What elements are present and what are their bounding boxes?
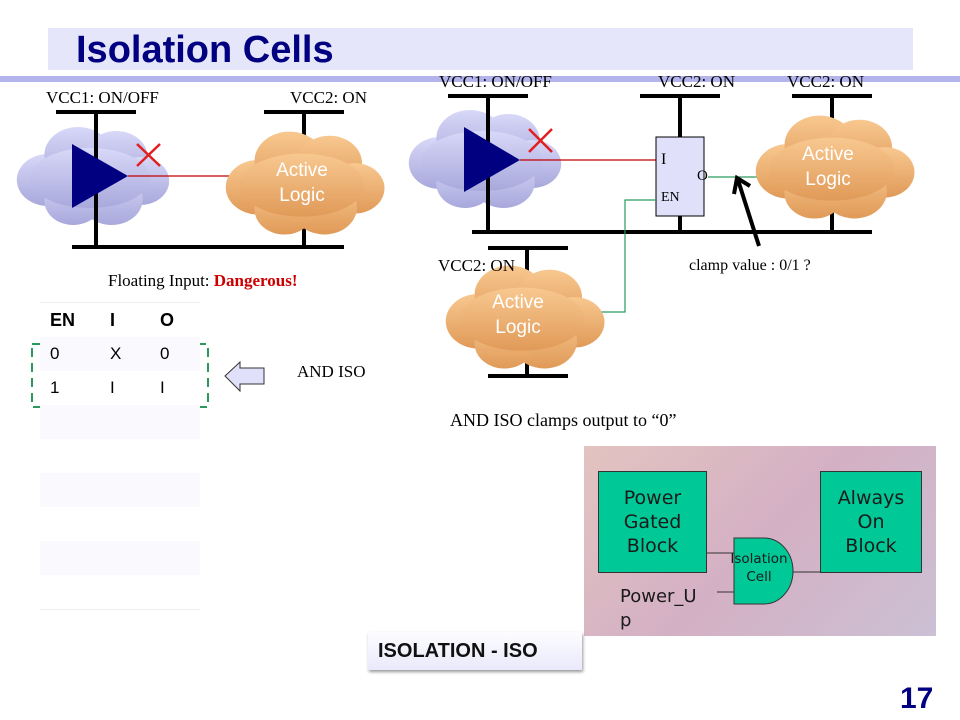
table-row: 1 I I bbox=[50, 378, 165, 397]
power-up-label: Power_U p bbox=[620, 586, 697, 631]
floating-input-caption: Floating Input: Dangerous! bbox=[108, 271, 298, 290]
empty-row bbox=[40, 507, 200, 541]
iso-pin-o: O bbox=[697, 168, 708, 184]
vcc1-label-left: VCC1: ON/OFF bbox=[46, 88, 159, 107]
empty-row bbox=[40, 541, 200, 575]
table-row: 0 X 0 bbox=[40, 337, 200, 371]
active-logic-label-bottom: Active Logic bbox=[492, 292, 544, 338]
left-arrow-icon bbox=[224, 360, 265, 393]
vcc1-label-right: VCC1: ON/OFF bbox=[439, 72, 552, 91]
empty-row bbox=[40, 439, 200, 473]
empty-row bbox=[40, 405, 200, 439]
iso-pin-en: EN bbox=[661, 190, 680, 205]
and-iso-label: AND ISO bbox=[297, 362, 366, 381]
isolation-block-picture: Power Gated Block Always On Block Isolat… bbox=[584, 446, 936, 636]
vcc2-label-left: VCC2: ON bbox=[290, 88, 367, 107]
power-gated-block: Power Gated Block bbox=[598, 471, 707, 573]
isolation-cell-label: Isolation Cell bbox=[730, 551, 788, 585]
page-number: 17 bbox=[900, 682, 934, 715]
always-on-block: Always On Block bbox=[820, 471, 922, 573]
title-divider bbox=[0, 76, 960, 82]
empty-row bbox=[40, 473, 200, 507]
truth-table: EN I O 0 X 0 1 I I bbox=[40, 302, 200, 610]
enable-wire bbox=[592, 199, 656, 313]
active-logic-label-right: Active Logic bbox=[802, 144, 854, 190]
clamp-pointer-arrow bbox=[732, 174, 761, 247]
isolation-iso-label-box: ISOLATION - ISO bbox=[368, 632, 582, 670]
empty-row bbox=[40, 575, 200, 610]
buffer-icon bbox=[72, 144, 128, 208]
active-logic-label-left: Active Logic bbox=[276, 160, 328, 206]
slide-title: Isolation Cells bbox=[76, 29, 334, 71]
isolation-cell-box bbox=[655, 136, 705, 217]
and-iso-caption: AND ISO clamps output to “0” bbox=[450, 410, 677, 430]
buffer-icon-right bbox=[464, 127, 520, 192]
clamp-value-note: clamp value : 0/1 ? bbox=[689, 257, 811, 274]
title-band bbox=[48, 28, 913, 70]
iso-pin-i: I bbox=[661, 151, 667, 168]
and-gate-icon bbox=[706, 537, 820, 605]
vcc2-label-active: VCC2: ON bbox=[787, 72, 864, 91]
broken-x-icon-right bbox=[528, 128, 553, 153]
truth-table-header: EN I O bbox=[40, 302, 200, 337]
vcc2-label-iso: VCC2: ON bbox=[658, 72, 735, 91]
dangerous-warning: Dangerous! bbox=[213, 271, 298, 290]
broken-x-icon bbox=[136, 143, 161, 167]
vcc2-label-bottom: VCC2: ON bbox=[438, 256, 515, 275]
